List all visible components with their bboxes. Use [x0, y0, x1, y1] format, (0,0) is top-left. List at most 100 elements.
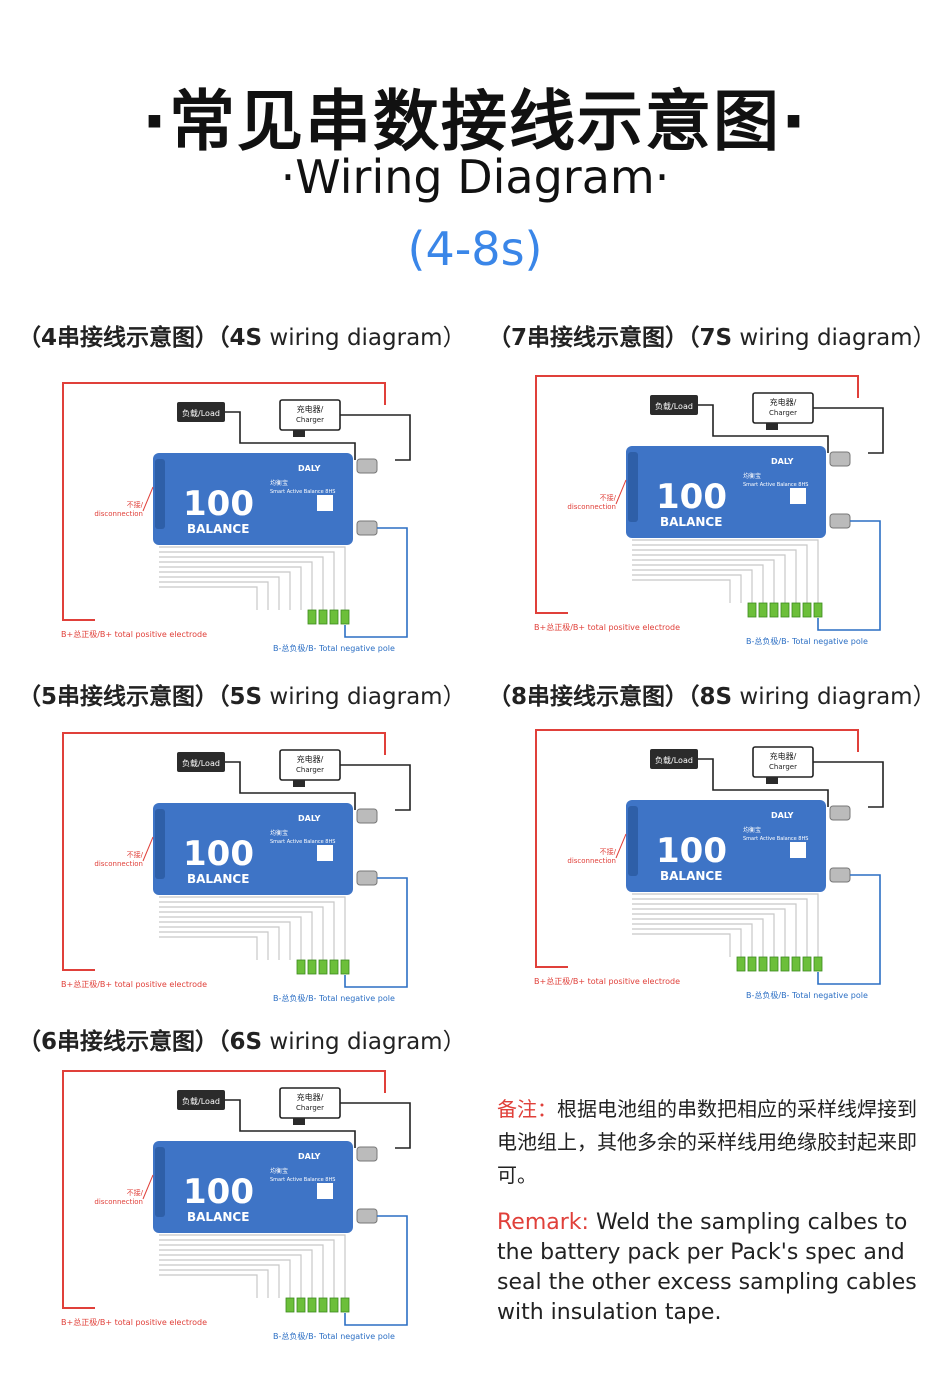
sampling-wire — [159, 571, 291, 610]
charger-plug-icon — [766, 423, 778, 430]
sampling-wire — [632, 923, 753, 957]
positive-wire-bottom — [62, 1273, 95, 1309]
bms-connector — [155, 1147, 165, 1217]
b-minus-terminal-top — [356, 458, 378, 474]
sampling-wire — [159, 1259, 291, 1298]
positive-wire-outer — [62, 382, 386, 585]
charger-plug-icon — [293, 1118, 305, 1125]
battery-cell — [791, 602, 801, 618]
bms-logo-number: 100 — [183, 1172, 254, 1212]
bms-qr-code — [317, 845, 333, 861]
load-wire — [225, 761, 356, 810]
bms-product-en: Smart Active Balance 8HS — [270, 489, 335, 495]
bms-product-cn: 均衡宝 — [743, 826, 761, 834]
disconnection-pointer — [142, 486, 154, 512]
load-box — [177, 752, 225, 772]
bms-device — [153, 1141, 353, 1233]
load-label: 负载/Load — [182, 758, 220, 768]
sampling-wire — [159, 1234, 346, 1298]
charger-plug-icon — [766, 777, 778, 784]
battery-cell — [802, 956, 812, 972]
bms-brand: DALY — [771, 457, 794, 466]
battery-cell — [758, 602, 768, 618]
battery-cell — [318, 1297, 328, 1313]
battery-cell — [747, 956, 757, 972]
bms-product-cn: 均衡宝 — [743, 472, 761, 480]
bms-product-en: Smart Active Balance 8HS — [743, 482, 808, 488]
sampling-wire — [159, 901, 335, 960]
b-minus-terminal-bottom — [356, 520, 378, 536]
bms-connector — [155, 809, 165, 879]
b-minus-terminal-bottom — [356, 870, 378, 886]
caption-7s: （7串接线示意图）（7S wiring diagram） — [488, 318, 936, 352]
sampling-wire — [632, 539, 819, 603]
battery-cell — [307, 609, 317, 625]
b-minus-label: B-总负极/B- Total negative pole — [273, 1331, 395, 1341]
load-wire — [225, 411, 356, 460]
disconnection-label-cn: 不接/ — [127, 1188, 144, 1197]
charger-label-cn: 充电器/ — [297, 754, 324, 764]
b-minus-terminal-top — [829, 805, 851, 821]
page-title-en: ·Wiring Diagram· — [280, 150, 670, 204]
battery-cell — [813, 956, 823, 972]
bms-product-en: Smart Active Balance 8HS — [270, 839, 335, 845]
battery-cell — [340, 609, 350, 625]
sampling-wire — [159, 576, 280, 610]
battery-cell — [329, 1297, 339, 1313]
sampling-wire — [632, 544, 808, 603]
b-plus-label: B+总正极/B+ total positive electrode — [534, 622, 680, 632]
battery-cell — [329, 959, 339, 975]
caption-5s: （5串接线示意图）（5S wiring diagram） — [18, 677, 466, 711]
caption-7s-en-bold: （7S — [688, 325, 733, 351]
charger-label-en: Charger — [296, 416, 324, 424]
sampling-wire — [159, 546, 346, 610]
bms-logo-number: 100 — [656, 477, 727, 517]
positive-wire-bottom — [535, 578, 568, 614]
sampling-wire — [159, 566, 302, 610]
sampling-wire — [632, 913, 775, 957]
battery-cell — [340, 1297, 350, 1313]
charger-plug-icon — [293, 780, 305, 787]
bms-logo-number: 100 — [656, 831, 727, 871]
bms-device — [626, 800, 826, 892]
b-minus-terminal-bottom — [356, 1208, 378, 1224]
load-box — [650, 395, 698, 415]
battery-cell — [747, 602, 757, 618]
b-minus-label: B-总负极/B- Total negative pole — [746, 990, 868, 1000]
sampling-wire — [632, 933, 731, 957]
disconnection-pointer — [142, 1174, 154, 1200]
sampling-wire — [159, 1239, 335, 1298]
caption-5s-en-bold: （5S — [218, 684, 263, 710]
bms-logo-word: BALANCE — [187, 1210, 249, 1224]
caption-4s: （4串接线示意图）（4S wiring diagram） — [18, 318, 466, 352]
bms-product-en: Smart Active Balance 8HS — [270, 1177, 335, 1183]
bms-product-en: Smart Active Balance 8HS — [743, 836, 808, 842]
page-title-range: (4-8s) — [407, 222, 543, 276]
sampling-wire — [159, 896, 346, 960]
positive-wire-outer — [535, 729, 859, 932]
battery-cell — [340, 959, 350, 975]
charger-wire — [813, 407, 884, 454]
bms-qr-code — [317, 495, 333, 511]
disconnection-label-en: disconnection — [94, 510, 143, 518]
sampling-wire — [159, 581, 269, 610]
b-plus-label: B+总正极/B+ total positive electrode — [61, 979, 207, 989]
charger-label-en: Charger — [769, 409, 797, 417]
bms-connector — [628, 452, 638, 522]
sampling-wire — [632, 549, 797, 603]
b-minus-label: B-总负极/B- Total negative pole — [273, 993, 395, 1003]
caption-6s-cn: （6串接线示意图） — [18, 1029, 219, 1055]
sampling-wire — [159, 936, 258, 960]
disconnection-pointer — [615, 833, 627, 859]
sampling-wire — [632, 579, 731, 603]
battery-cell — [307, 1297, 317, 1313]
disconnection-label-cn: 不接/ — [127, 850, 144, 859]
sampling-wire — [632, 908, 786, 957]
b-minus-terminal-bottom — [829, 867, 851, 883]
disconnection-label-en: disconnection — [94, 1198, 143, 1206]
bms-brand: DALY — [771, 811, 794, 820]
bms-logo-number: 100 — [183, 484, 254, 524]
load-label: 负载/Load — [182, 1096, 220, 1106]
b-minus-label: B-总负极/B- Total negative pole — [273, 643, 395, 653]
bms-product-cn: 均衡宝 — [270, 829, 288, 837]
